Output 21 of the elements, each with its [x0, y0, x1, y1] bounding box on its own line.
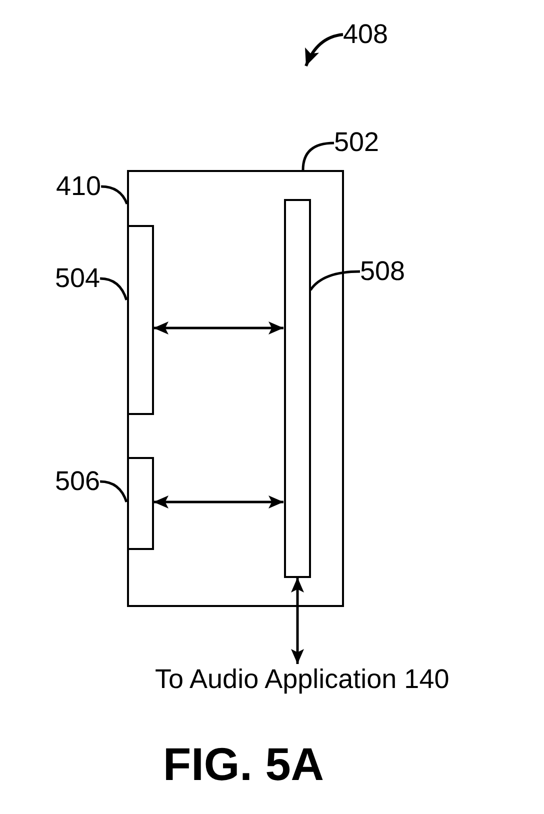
- leader-line: [101, 185, 128, 204]
- leader-line: [100, 277, 128, 300]
- reference-numeral: 410: [56, 171, 102, 202]
- leader-line: [100, 480, 128, 502]
- double-arrow: [154, 322, 284, 334]
- leader-line: [310, 270, 360, 291]
- inner-block: [126, 224, 154, 414]
- destination-label: To Audio Application 140: [155, 664, 450, 696]
- curved-arrow: [304, 33, 344, 67]
- reference-numeral: 504: [55, 263, 100, 294]
- outer-block: [127, 170, 344, 607]
- leader-line: [302, 142, 334, 170]
- reference-numeral: 508: [360, 256, 406, 288]
- reference-numeral: 506: [55, 466, 100, 498]
- inner-block: [284, 198, 310, 578]
- figure-caption: FIG. 5A: [163, 738, 324, 791]
- double-arrow: [291, 578, 304, 664]
- double-arrow: [154, 496, 284, 508]
- reference-numeral: 408: [343, 19, 388, 50]
- inner-block: [126, 456, 154, 550]
- reference-numeral: 502: [334, 127, 380, 158]
